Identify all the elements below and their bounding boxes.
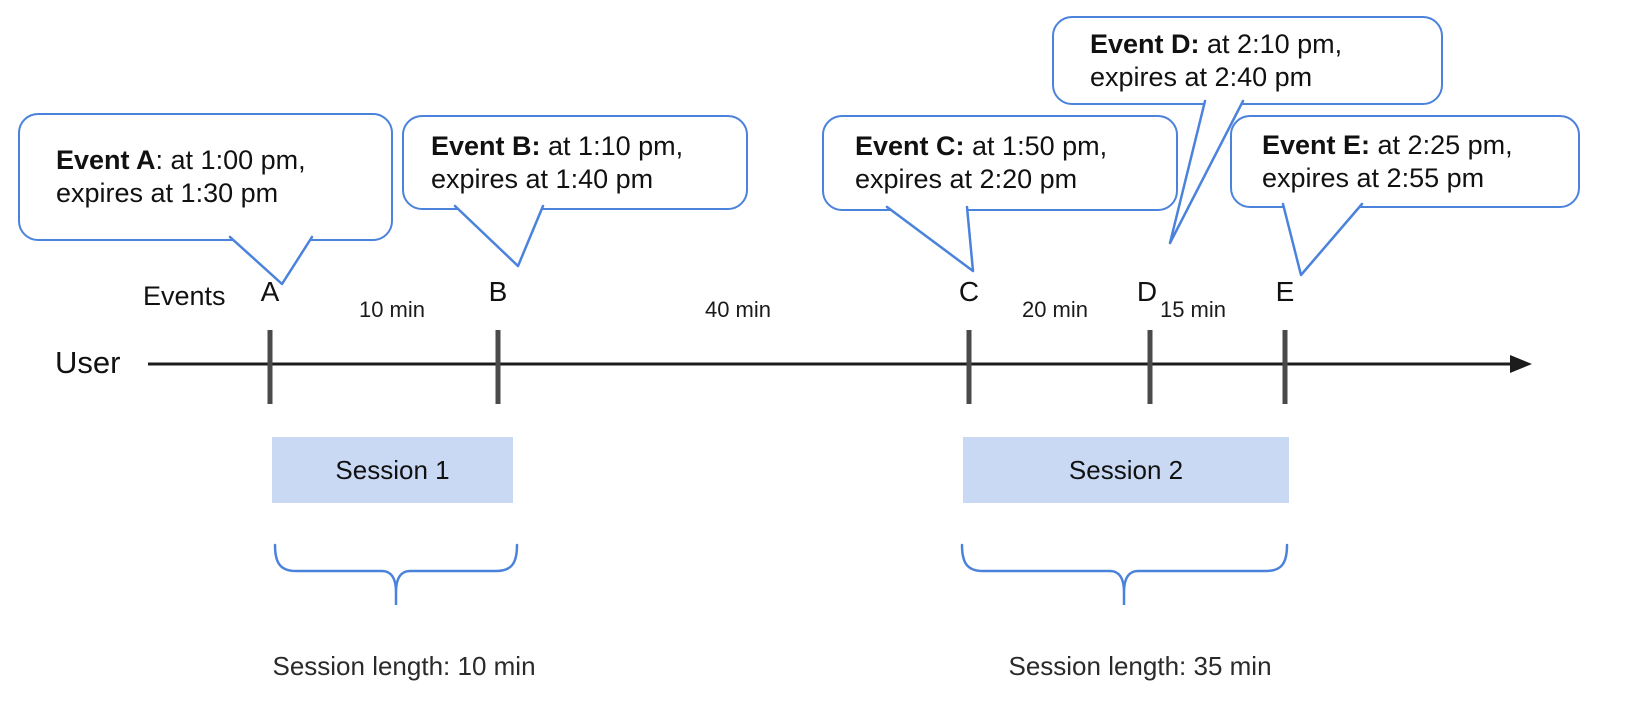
session-1-length-caption: Session length: 10 min [272,651,536,681]
interval-label-bc: 40 min [704,297,772,322]
session-2-box: Session 2 [963,437,1289,503]
tick-label-e: E [1275,276,1295,307]
event-e-title: Event E: [1262,129,1371,160]
tick-b [495,330,501,404]
event-d-callout: Event D: at 2:10 pm, expires at 2:40 pm [1052,16,1443,105]
event-b-callout: Event B: at 1:10 pm, expires at 1:40 pm [402,115,748,210]
event-c-callout: Event C: at 1:50 pm, expires at 2:20 pm [822,115,1178,211]
event-c-time: at 1:50 pm, [964,131,1108,161]
tick-label-b: B [488,276,508,307]
event-b-line1: Event B: at 1:10 pm, [431,130,746,163]
event-a-callout: Event A: at 1:00 pm, expires at 1:30 pm [18,113,393,241]
tick-e [1282,330,1288,404]
event-a-title: Event A [56,145,156,175]
interval-label-ab: 10 min [358,297,426,322]
event-b-time: at 1:10 pm, [540,130,684,161]
session-1-label: Session 1 [335,454,450,485]
tick-c [966,330,972,404]
event-c-line1: Event C: at 1:50 pm, [855,130,1176,163]
event-e-line2: expires at 2:55 pm [1262,162,1485,193]
event-e-time: at 2:25 pm, [1370,129,1513,160]
event-b-title: Event B: [431,130,541,161]
tick-a [267,330,273,404]
tick-label-d: D [1136,276,1158,307]
session-1-box: Session 1 [272,437,513,503]
interval-label-cd: 20 min [1021,297,1089,322]
event-a-callout-tail [228,235,314,286]
event-d-line2: expires at 2:40 pm [1090,61,1313,92]
event-d-callout-tail [1168,99,1245,245]
session-2-label: Session 2 [1068,454,1184,485]
event-c-title: Event C: [855,131,965,161]
interval-label-de: 15 min [1159,297,1227,322]
event-e-line1: Event E: at 2:25 pm, [1262,129,1578,162]
tick-d [1147,330,1153,404]
tick-label-a: A [260,276,280,307]
event-c-callout-tail [885,205,975,273]
session-2-length-caption: Session length: 35 min [1008,651,1272,681]
event-b-line2: expires at 1:40 pm [431,163,654,194]
event-a-time: : at 1:00 pm, [155,145,306,175]
event-c-line2: expires at 2:20 pm [855,164,1078,194]
event-a-line2: expires at 1:30 pm [56,178,279,208]
tick-label-c: C [958,276,980,307]
session-1-brace [273,543,519,605]
event-a-line1: Event A: at 1:00 pm, [56,144,391,177]
timeline-arrowhead-icon [1510,355,1532,373]
event-b-callout-tail [453,204,545,268]
event-d-line1: Event D: at 2:10 pm, [1090,28,1441,61]
event-e-callout-tail [1281,202,1364,277]
event-d-title: Event D: [1090,28,1200,59]
user-row-label: User [55,345,121,380]
events-row-label: Events [143,281,226,311]
session-2-brace [960,543,1289,605]
event-d-time: at 2:10 pm, [1199,28,1343,59]
event-e-callout: Event E: at 2:25 pm, expires at 2:55 pm [1230,115,1580,208]
